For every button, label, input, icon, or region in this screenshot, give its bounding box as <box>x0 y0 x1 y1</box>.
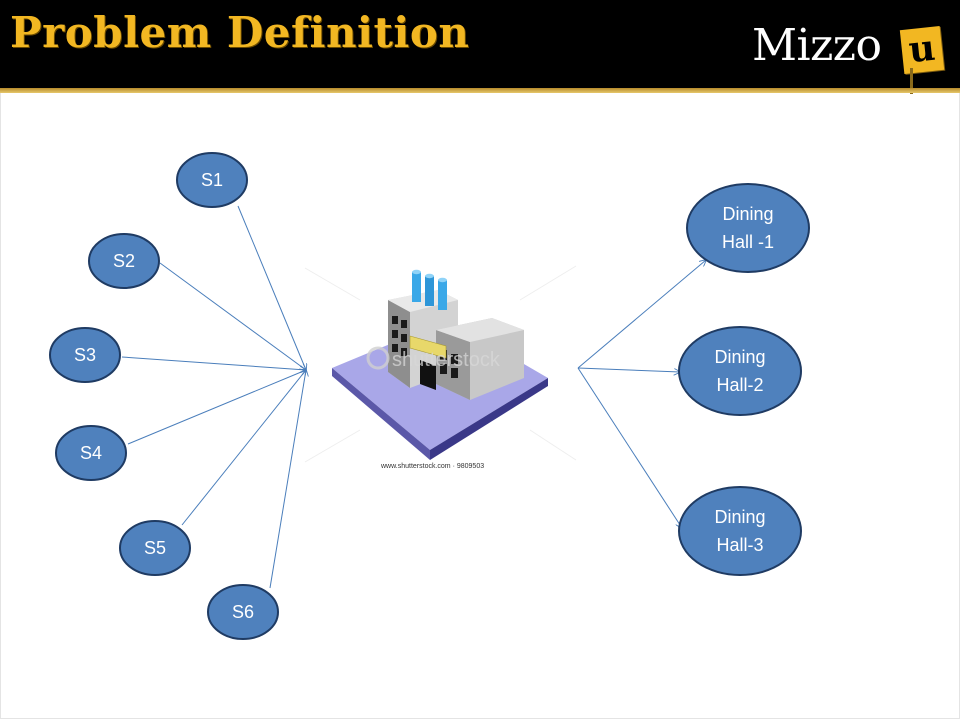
arrow-dh2 <box>577 367 680 372</box>
source-node-s3: S3 <box>49 327 121 383</box>
arrow-s2 <box>159 262 306 370</box>
title-bar: Problem Definition Mizzo u <box>0 0 960 94</box>
source-node-s6: S6 <box>207 584 279 640</box>
arrow-dh1 <box>577 260 706 369</box>
logo-sign-post <box>910 68 913 94</box>
header-gold-stripe <box>0 88 960 93</box>
dining-hall-3-line1: Dining <box>714 507 765 527</box>
source-label-s6: S6 <box>232 602 254 622</box>
source-arrows <box>121 205 306 589</box>
arrow-s1 <box>237 205 306 370</box>
source-label-s5: S5 <box>144 538 166 558</box>
source-label-s3: S3 <box>74 345 96 365</box>
page-title: Problem Definition <box>10 8 470 57</box>
arrow-s3 <box>121 356 306 370</box>
factory-building-icon: shutterstock www.shutterstock.com · 9809… <box>304 265 577 470</box>
source-node-s5: S5 <box>119 520 191 576</box>
dining-hall-3-node: Dining Hall-3 <box>678 486 802 576</box>
mizzou-logo: Mizzo u <box>752 10 952 94</box>
dining-hall-3-line2: Hall-3 <box>716 535 763 555</box>
destination-nodes: Dining Hall -1 Dining Hall-2 Dining Hall… <box>678 183 810 576</box>
image-credit: www.shutterstock.com · 9809503 <box>380 463 484 470</box>
dining-hall-2-node: Dining Hall-2 <box>678 326 802 416</box>
source-node-s4: S4 <box>55 425 127 481</box>
dining-hall-1-node: Dining Hall -1 <box>686 183 810 273</box>
source-node-s1: S1 <box>176 152 248 208</box>
source-node-s2: S2 <box>88 233 160 289</box>
arrow-s4 <box>127 370 306 445</box>
dining-hall-2-line2: Hall-2 <box>716 375 763 395</box>
source-label-s2: S2 <box>113 251 135 271</box>
arrow-dh3 <box>577 367 682 528</box>
watermark-text: shutterstock <box>392 349 501 371</box>
dining-hall-1-line2: Hall -1 <box>722 232 774 252</box>
dining-hall-1-line1: Dining <box>722 204 773 224</box>
logo-wordmark: Mizzo <box>752 20 882 71</box>
destination-arrows <box>577 260 706 528</box>
dining-hall-2-line1: Dining <box>714 347 765 367</box>
arrow-s6 <box>269 370 306 589</box>
source-nodes: S1 S2 S3 S4 S5 S6 <box>49 152 279 640</box>
source-label-s4: S4 <box>80 443 102 463</box>
source-label-s1: S1 <box>201 170 223 190</box>
arrow-s5 <box>181 370 306 526</box>
